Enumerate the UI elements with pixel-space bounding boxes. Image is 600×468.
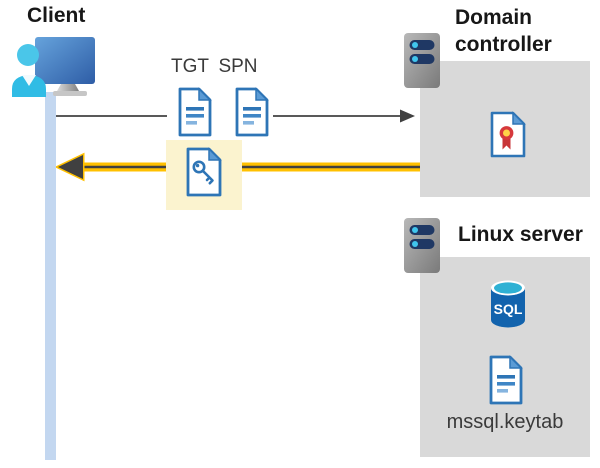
certificate-icon bbox=[490, 111, 526, 158]
linux-server-label: Linux server bbox=[458, 223, 583, 246]
spn-document-icon bbox=[235, 87, 269, 137]
tgt-document-icon bbox=[178, 87, 212, 137]
domain-controller-server-icon bbox=[404, 33, 440, 88]
domain-controller-label: Domain controller bbox=[455, 6, 552, 56]
client-timeline-bar bbox=[45, 92, 56, 460]
key-document-icon bbox=[186, 147, 222, 197]
sql-database-icon: SQL bbox=[491, 280, 525, 328]
keytab-label: mssql.keytab bbox=[446, 411, 564, 433]
client-computer-user-icon bbox=[12, 37, 95, 97]
linux-server-icon bbox=[404, 218, 440, 273]
response-arrow-left-icon bbox=[56, 152, 420, 182]
spn-label: SPN bbox=[218, 56, 258, 77]
sql-icon-text: SQL bbox=[494, 301, 523, 317]
client-label: Client bbox=[27, 4, 86, 27]
keytab-document-icon bbox=[489, 355, 523, 405]
tgt-label: TGT bbox=[171, 56, 209, 77]
